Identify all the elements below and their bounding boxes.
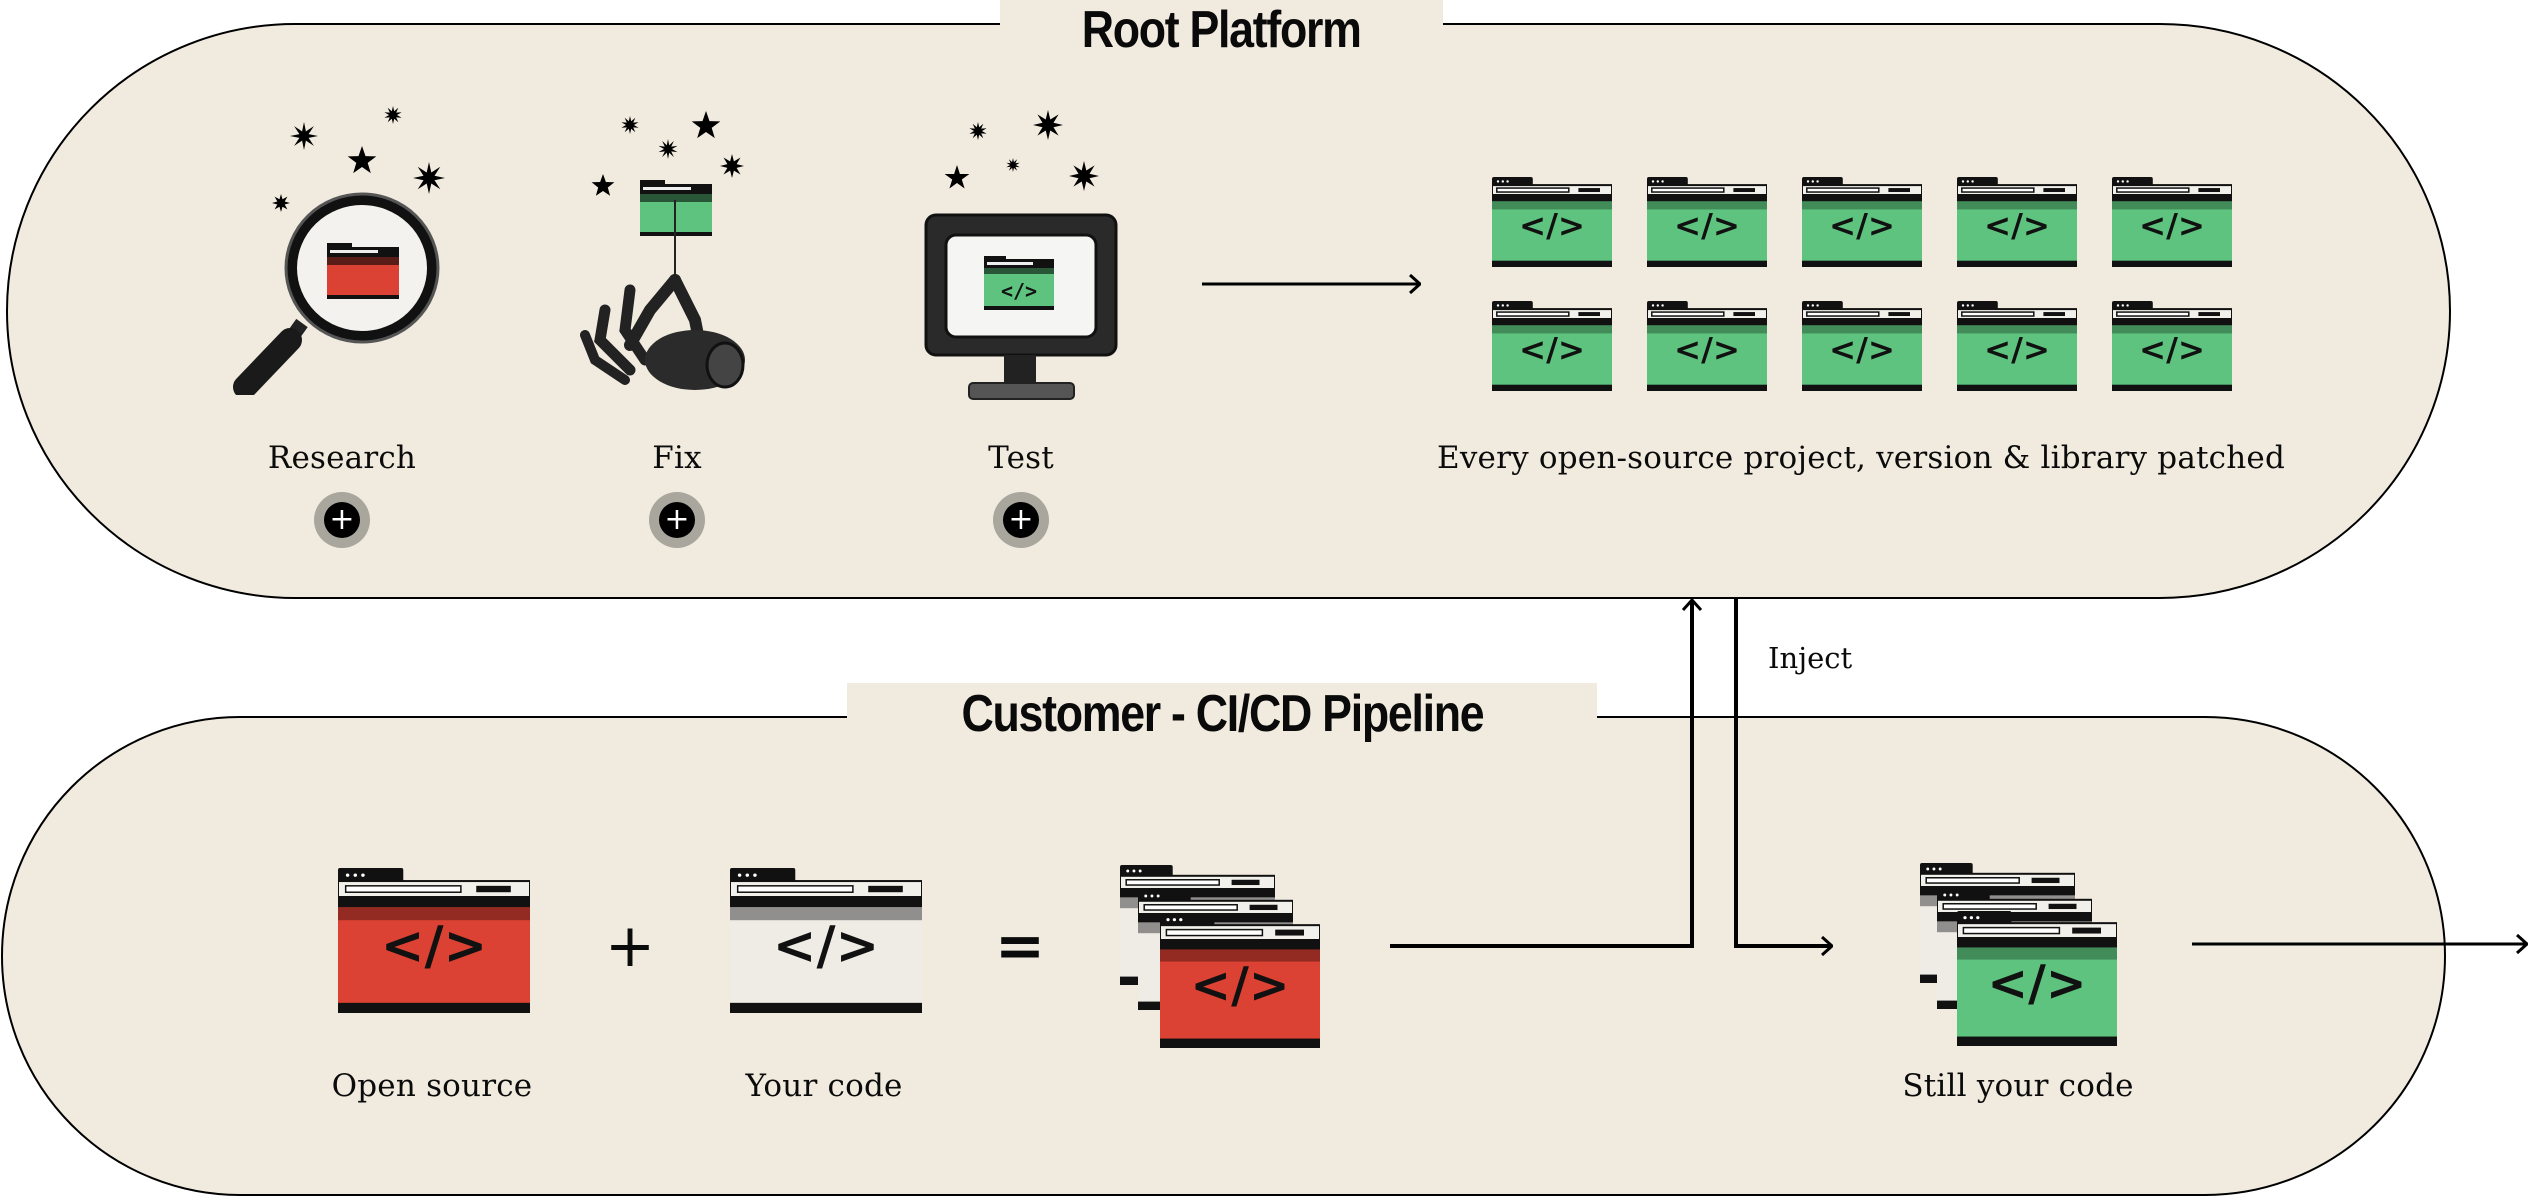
sparkle-star-icon (944, 165, 970, 189)
sparkle-star-icon (1069, 161, 1099, 191)
your-code-label: Your code (745, 1068, 903, 1104)
code-icon: </> (1519, 330, 1585, 368)
patched-folder-5: </> (2112, 177, 2232, 267)
patched-folder-3: </> (1802, 177, 1922, 267)
code-icon: </> (1984, 206, 2050, 244)
code-icon: </> (381, 917, 488, 977)
code-icon: </> (1829, 206, 1895, 244)
sparkle-star-icon (413, 162, 445, 194)
result-stack-front-folder: </> (1957, 911, 2117, 1046)
patched-folder-7: </> (1647, 301, 1767, 391)
sparkle-star-icon (969, 122, 987, 140)
step-label-test: Test (988, 440, 1054, 476)
sparkle-star-icon (1006, 158, 1020, 172)
sparkle-star-icon (658, 139, 678, 159)
code-icon: </> (1519, 206, 1585, 244)
root-platform-title-text: Root Platform (1082, 1, 1362, 59)
sparkle-star-icon (720, 154, 744, 178)
plus-operator: + (604, 911, 656, 981)
code-icon: </> (1674, 330, 1740, 368)
pipeline-title: Customer - CI/CD Pipeline (847, 683, 1597, 743)
code-icon: </> (1674, 206, 1740, 244)
plus-icon: + (1003, 502, 1039, 538)
expand-fix-button[interactable]: + (649, 492, 705, 548)
plus-icon: + (659, 502, 695, 538)
code-icon: </> (773, 917, 880, 977)
root-platform-container (6, 23, 2451, 599)
combined-stack-front-folder: </> (1160, 913, 1320, 1048)
sparkle-star-icon (1033, 110, 1063, 140)
sparkle-star-icon (691, 111, 721, 139)
code-icon: </> (1984, 330, 2050, 368)
patched-folder-10: </> (2112, 301, 2232, 391)
patched-folder-8: </> (1802, 301, 1922, 391)
plus-icon: + (324, 502, 360, 538)
arrow-inject-down (1734, 598, 1832, 946)
equals-operator: = (994, 911, 1046, 981)
step-label-fix: Fix (652, 440, 702, 476)
code-icon: </> (2139, 330, 2205, 368)
expand-test-button[interactable]: + (993, 492, 1049, 548)
still-your-code-label: Still your code (1902, 1068, 2134, 1104)
open-source-label: Open source (331, 1068, 533, 1104)
patched-folder-2: </> (1647, 177, 1767, 267)
patched-folder-1: </> (1492, 177, 1612, 267)
stars-research (272, 106, 1099, 212)
expand-research-button[interactable]: + (314, 492, 370, 548)
svg-text:</>: </> (1001, 279, 1037, 303)
pipeline-title-text: Customer - CI/CD Pipeline (961, 685, 1484, 743)
code-icon: </> (1987, 956, 2086, 1012)
step-label-research: Research (267, 440, 417, 476)
sparkle-star-icon (384, 106, 402, 124)
monitor-icon: </> (924, 213, 1118, 400)
sparkle-star-icon (621, 116, 639, 134)
patched-caption: Every open-source project, version & lib… (1437, 440, 2285, 476)
code-icon: </> (2139, 206, 2205, 244)
your-code-folder-icon: </> (730, 868, 922, 1013)
green-code-folder-icon: </> (984, 256, 1054, 310)
sparkle-star-icon (591, 174, 615, 196)
patched-folder-9: </> (1957, 301, 2077, 391)
root-platform-title: Root Platform (1000, 0, 1443, 59)
robot-hand-icon (580, 180, 745, 390)
arrow-up-to-platform (1390, 600, 1692, 948)
code-icon: </> (1829, 330, 1895, 368)
red-folder-icon (327, 243, 399, 299)
code-icon: </> (1190, 958, 1289, 1014)
sparkle-star-icon (290, 122, 318, 150)
open-source-folder-icon: </> (338, 868, 530, 1013)
sparkle-star-icon (272, 194, 290, 212)
patched-folder-6: </> (1492, 301, 1612, 391)
inject-label: Inject (1768, 641, 1853, 675)
magnifying-glass-icon (233, 192, 440, 395)
sparkle-star-icon (347, 146, 377, 174)
patched-folder-4: </> (1957, 177, 2077, 267)
